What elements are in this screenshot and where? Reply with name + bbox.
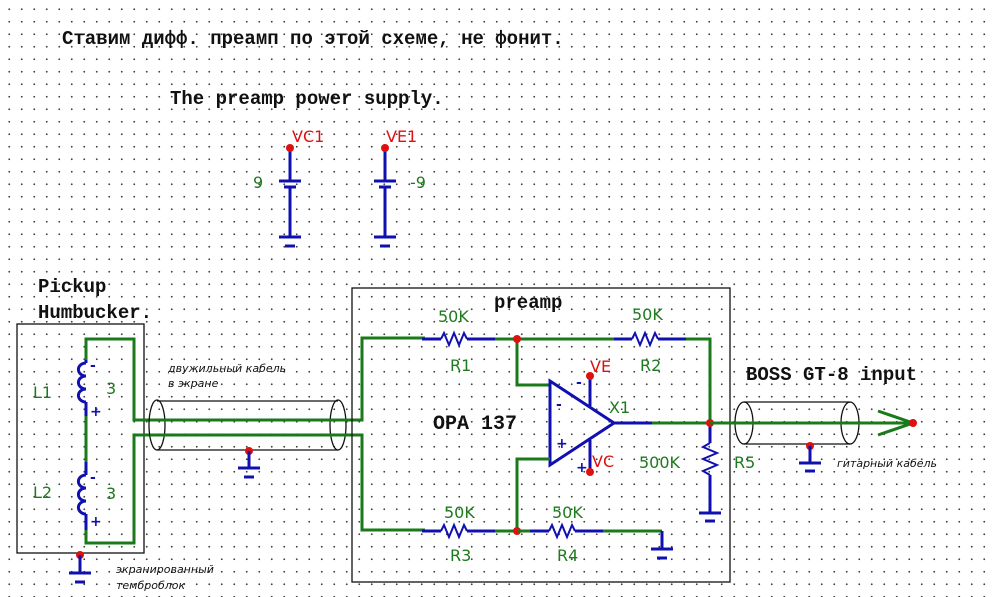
l1-name: L1 [33,383,52,402]
r5-name: R5 [734,453,755,472]
r4-name: R4 [557,546,578,565]
humbucker-label: Humbucker. [38,302,152,324]
resistor-r5[interactable] [699,423,721,523]
svg-text:+: + [556,436,568,452]
ve1-label: VE1 [386,127,417,146]
resistor-r4[interactable] [517,522,673,560]
power-title: The preamp power supply. [170,88,444,110]
resistor-r1[interactable] [422,330,517,348]
r3-value: 50K [444,503,475,522]
vc1-value: 9 [253,173,263,192]
inductor-l1[interactable] [76,337,150,462]
r1-value: 50K [438,307,469,326]
title-text: Ставим дифф. преамп по этой схеме, не фо… [62,28,564,50]
svg-text:-: - [90,470,96,486]
preamp-box [351,287,731,583]
resistor-r3[interactable] [422,522,517,540]
l2-name: L2 [33,483,52,502]
l2-value: 3 [106,484,116,503]
boss-label: BOSS GT-8 input [746,364,917,386]
cable1-note-1: двужильный кабель [167,362,286,375]
guitar-cable[interactable] [710,401,918,473]
x1-name: X1 [609,398,630,417]
svg-text:+: + [576,460,588,476]
resistor-r2[interactable] [517,330,712,422]
opamp-ve-label: VE [590,357,611,376]
l1-value: 3 [106,379,116,398]
svg-text:+: + [90,404,102,420]
opamp-vc-label: VC [592,452,614,471]
preamp-title: preamp [494,292,562,314]
svg-text:-: - [576,375,582,391]
r3-name: R3 [450,546,471,565]
shield-ground[interactable] [69,551,91,584]
r2-value: 50K [632,305,663,324]
pickup-box [16,323,145,554]
cable1-note-2: в экране [168,377,219,390]
battery-ve1[interactable] [374,144,396,248]
cable2-note: гитарный кабель [837,457,937,470]
svg-text:-: - [90,358,96,374]
r1-name: R1 [450,356,471,375]
svg-text:+: + [90,514,102,530]
opamp-x1[interactable] [548,372,652,476]
shield-note-1: экранированный [116,563,214,576]
inductor-l2[interactable] [76,433,150,545]
svg-text:-: - [556,397,562,413]
opamp-model: OPA 137 [433,413,517,436]
shielded-twin-cable[interactable] [148,336,425,532]
pickup-label: Pickup [38,276,106,298]
r4-value: 50K [552,503,583,522]
ve1-value: -9 [410,173,426,192]
r2-name: R2 [640,356,661,375]
r5-value: 500K [639,453,681,472]
battery-vc1[interactable] [279,144,301,248]
shield-note-2: темброблок [116,579,186,592]
vc1-label: VC1 [292,127,324,146]
